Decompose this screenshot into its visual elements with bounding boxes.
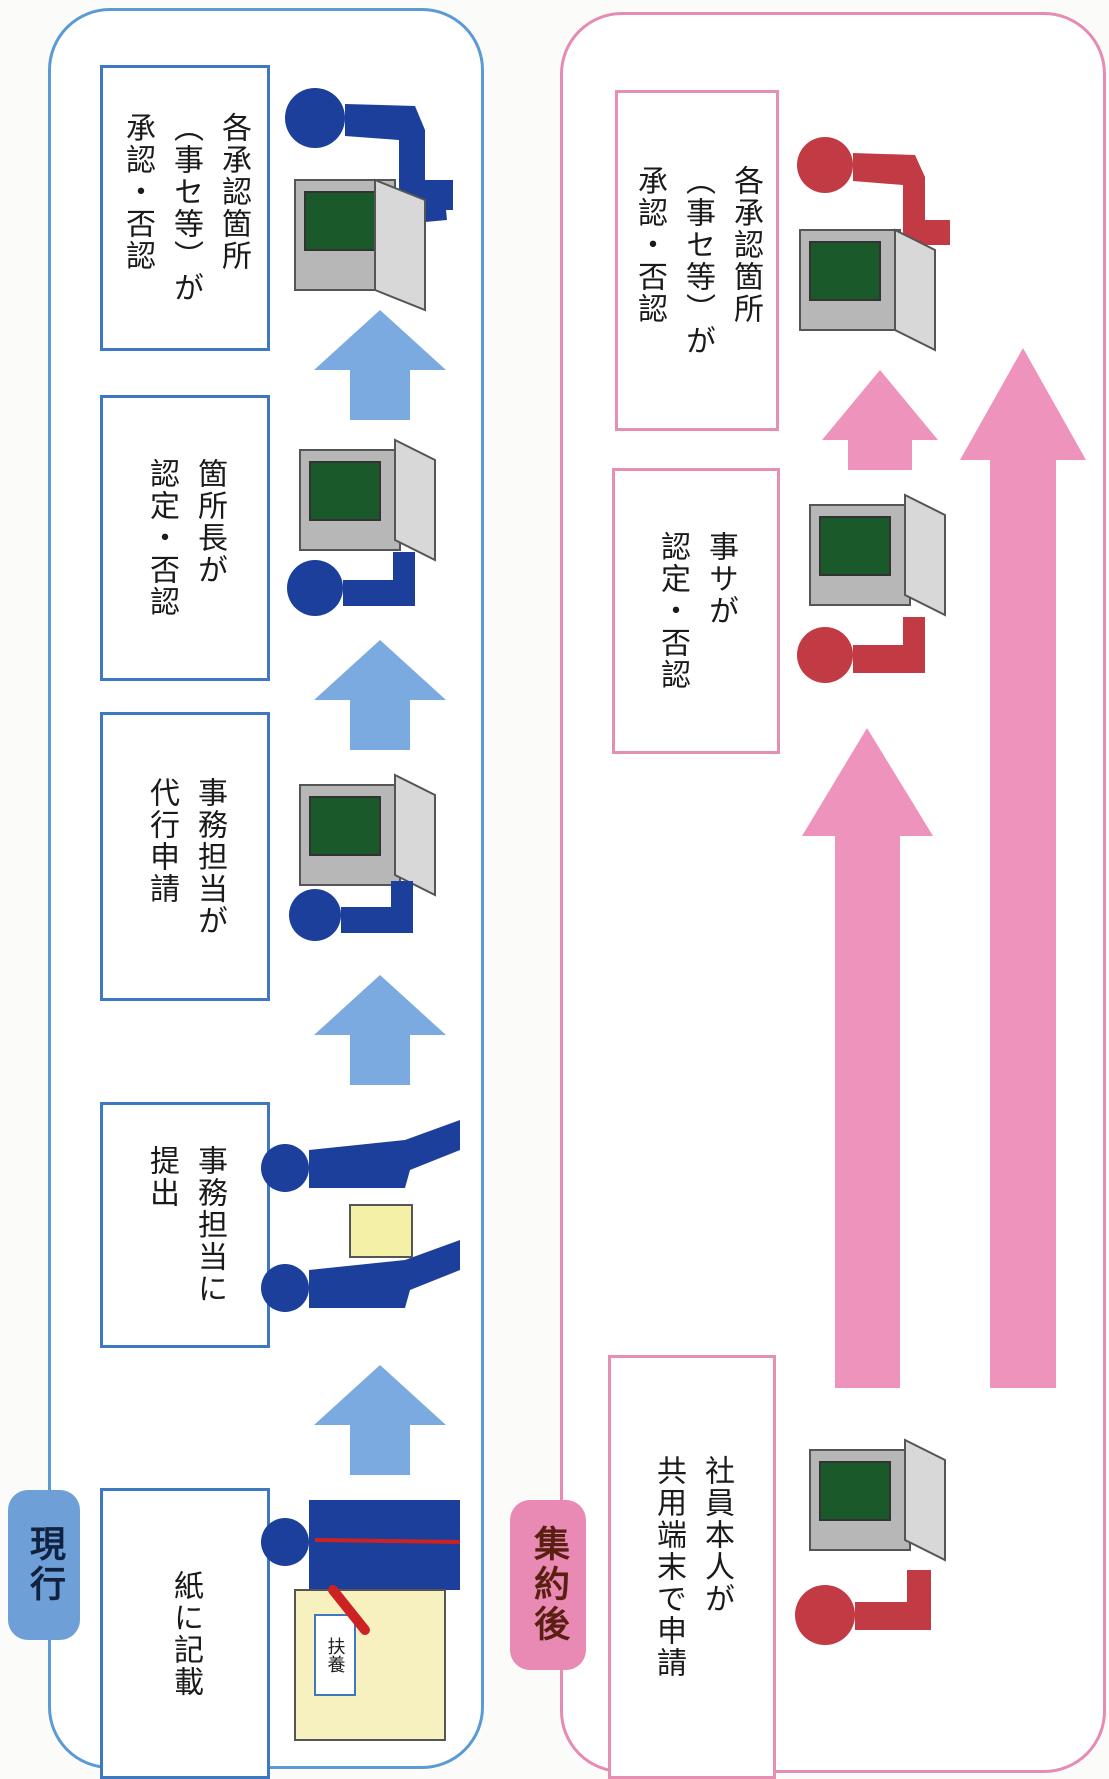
current-step-proxy-box: 事務担当が 代行申請: [100, 712, 270, 1001]
current-step-paper-text: 紙に記載: [168, 1569, 203, 1698]
after-step-self-text: 社員本人が 共用端末で申請: [651, 1455, 734, 1679]
current-step-manager-text: 箇所長が 認定・否認: [144, 458, 227, 618]
current-step-proxy-text: 事務担当が 代行申請: [144, 776, 227, 937]
current-tag: 現行: [8, 1490, 80, 1640]
current-arrow-4: [314, 1365, 446, 1475]
current-arrow-3: [314, 975, 446, 1085]
jisa-person-icon: [797, 493, 946, 683]
writer-person-icon: 扶養: [261, 1500, 461, 1741]
consolidated-tag: 集約後: [510, 1500, 586, 1670]
after-step-approval-text: 各承認箇所 （事セ等）が 承認・否認: [632, 164, 763, 357]
after-arrow-long: [960, 348, 1086, 1388]
clerk-person-icon: [289, 773, 436, 941]
stamp-label: 扶養: [325, 1637, 346, 1673]
after-step-self-box: 社員本人が 共用端末で申請: [608, 1355, 776, 1779]
employee-person-icon: [795, 1438, 946, 1645]
current-step-submit-text: 事務担当に 提出: [144, 1145, 227, 1305]
current-step-submit-box: 事務担当に 提出: [100, 1102, 270, 1348]
after-arrow-short: [822, 370, 938, 470]
manager-person-icon: [287, 438, 436, 616]
after-step-jisa-box: 事サが 認定・否認: [612, 468, 780, 754]
consolidated-tag-label: 集約後: [528, 1525, 569, 1645]
after-arrow-mid: [802, 728, 933, 1388]
approver-person-icon: [285, 88, 453, 312]
handover-people-icon: [261, 1120, 460, 1312]
after-approver-person-icon: [797, 137, 950, 352]
current-arrow-2: [314, 640, 446, 750]
current-step-approval-text: 各承認箇所 （事セ等）が 承認・否認: [120, 112, 251, 304]
current-step-manager-box: 箇所長が 認定・否認: [100, 395, 270, 681]
current-tag-label: 現行: [24, 1525, 65, 1605]
current-step-paper-box: 紙に記載: [100, 1488, 270, 1779]
after-step-jisa-text: 事サが 認定・否認: [655, 531, 738, 691]
after-step-approval-box: 各承認箇所 （事セ等）が 承認・否認: [615, 90, 779, 431]
current-step-approval-box: 各承認箇所 （事セ等）が 承認・否認: [100, 65, 270, 351]
current-arrow-1: [314, 310, 446, 420]
